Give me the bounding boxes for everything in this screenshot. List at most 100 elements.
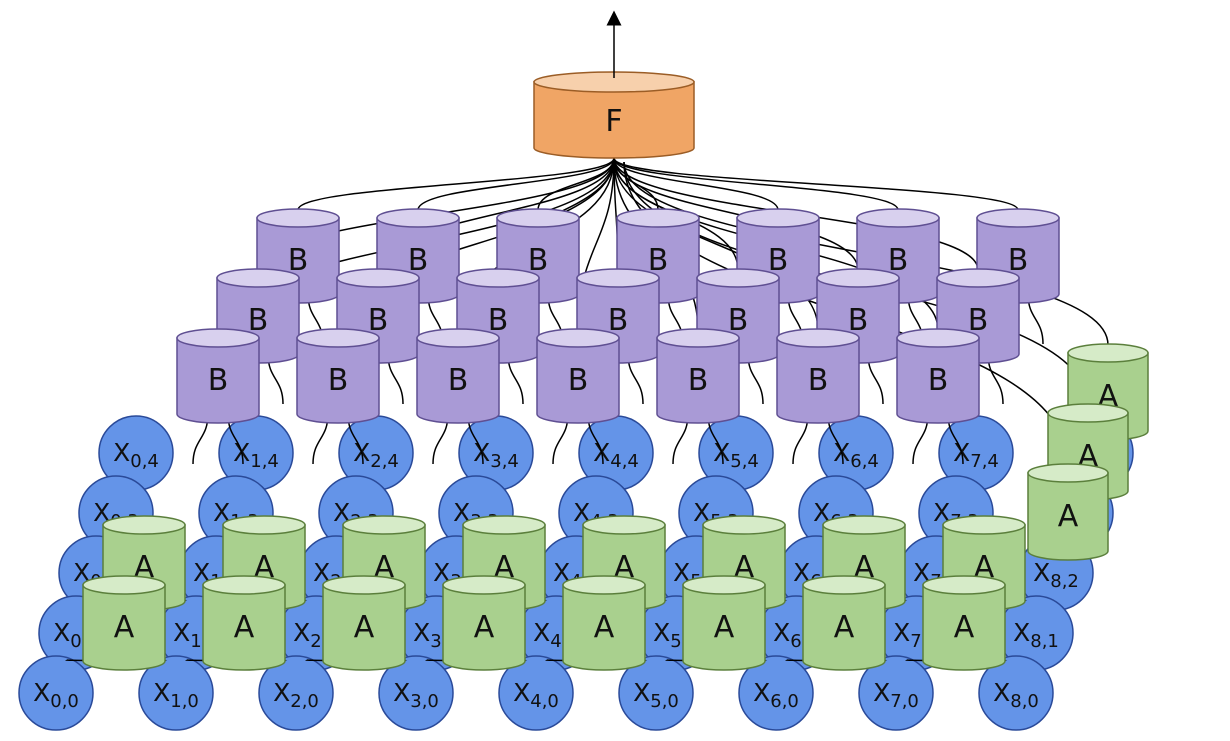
a-unit: A bbox=[562, 575, 646, 671]
a-unit-label: A bbox=[834, 610, 855, 645]
input-node-index: 8,0 bbox=[1010, 691, 1039, 712]
b-unit-top bbox=[176, 328, 260, 348]
a-unit-body bbox=[802, 584, 886, 671]
input-node-circle bbox=[978, 655, 1054, 731]
input-node-prefix: X bbox=[813, 498, 830, 527]
b-unit: B bbox=[896, 328, 980, 424]
a-unit-top bbox=[822, 515, 906, 535]
b-unit: B bbox=[296, 328, 380, 424]
b-unit-label: B bbox=[928, 363, 949, 398]
a-unit-top bbox=[1067, 343, 1149, 363]
input-node-label: X5,0 bbox=[633, 678, 679, 712]
a-unit-top bbox=[582, 515, 666, 535]
a-unit-top bbox=[682, 575, 766, 595]
a-unit-top bbox=[1027, 463, 1109, 483]
input-node-index: 0,0 bbox=[50, 691, 79, 712]
b-unit-body bbox=[296, 337, 380, 424]
input-node: X4,0 bbox=[498, 655, 574, 731]
input-node-circle bbox=[138, 655, 214, 731]
input-node-circle bbox=[258, 655, 334, 731]
input-node-index: 6,4 bbox=[850, 451, 879, 472]
b-unit-top bbox=[256, 208, 340, 228]
b-unit-body bbox=[776, 337, 860, 424]
input-node-label: X7,0 bbox=[873, 678, 919, 712]
input-node-prefix: X bbox=[113, 438, 130, 467]
b-unit-label: B bbox=[368, 303, 389, 338]
a-unit-top bbox=[562, 575, 646, 595]
a-unit-top bbox=[442, 575, 526, 595]
a-unit-body bbox=[82, 584, 166, 671]
a-unit: A bbox=[82, 575, 166, 671]
input-node-circle bbox=[618, 655, 694, 731]
connection-line bbox=[417, 157, 615, 211]
input-node: X7,0 bbox=[858, 655, 934, 731]
input-node-prefix: X bbox=[293, 618, 310, 647]
input-node-prefix: X bbox=[773, 618, 790, 647]
input-node: X3,0 bbox=[378, 655, 454, 731]
input-node-label: X8,1 bbox=[1013, 618, 1059, 652]
b-unit-top bbox=[376, 208, 460, 228]
a-unit: A bbox=[322, 575, 406, 671]
input-node-index: 2,4 bbox=[370, 451, 399, 472]
input-node-circle bbox=[18, 655, 94, 731]
input-node-label: X8,2 bbox=[1033, 558, 1079, 592]
input-node-index: 1,0 bbox=[170, 691, 199, 712]
b-unit-label: B bbox=[688, 363, 709, 398]
input-node-prefix: X bbox=[653, 618, 670, 647]
input-node-label: X2,0 bbox=[273, 678, 319, 712]
input-node-prefix: X bbox=[753, 678, 770, 707]
a-unit-body bbox=[562, 584, 646, 671]
input-node-prefix: X bbox=[633, 678, 650, 707]
a-unit: A bbox=[682, 575, 766, 671]
input-node-index: 7,4 bbox=[970, 451, 999, 472]
connection-line bbox=[297, 157, 615, 211]
input-node-label: X0,4 bbox=[113, 438, 159, 472]
a-unit-top bbox=[942, 515, 1026, 535]
b-unit-label: B bbox=[448, 363, 469, 398]
a-unit-body bbox=[322, 584, 406, 671]
input-node-prefix: X bbox=[393, 678, 410, 707]
input-node-prefix: X bbox=[893, 618, 910, 647]
input-node-index: 4,4 bbox=[610, 451, 639, 472]
input-node-prefix: X bbox=[673, 558, 690, 587]
input-node-prefix: X bbox=[793, 558, 810, 587]
a-unit-label: A bbox=[114, 610, 135, 645]
input-node-prefix: X bbox=[153, 678, 170, 707]
input-node-prefix: X bbox=[513, 678, 530, 707]
b-unit-label: B bbox=[208, 363, 229, 398]
input-node-index: 4,0 bbox=[530, 691, 559, 712]
input-node-label: X6,0 bbox=[753, 678, 799, 712]
b-unit-top bbox=[816, 268, 900, 288]
b-unit: B bbox=[536, 328, 620, 424]
input-node-prefix: X bbox=[173, 618, 190, 647]
input-node-prefix: X bbox=[913, 558, 930, 587]
a-unit-body bbox=[1027, 472, 1109, 561]
input-node-prefix: X bbox=[873, 678, 890, 707]
connection-line bbox=[613, 157, 779, 211]
a-unit-label: A bbox=[594, 610, 615, 645]
b-unit-top bbox=[856, 208, 940, 228]
b-unit: B bbox=[776, 328, 860, 424]
output-unit-body bbox=[533, 81, 695, 159]
input-node: X5,4 bbox=[698, 415, 774, 491]
b-unit-top bbox=[736, 208, 820, 228]
b-unit-top bbox=[576, 268, 660, 288]
a-unit-label: A bbox=[234, 610, 255, 645]
a-unit-top bbox=[802, 575, 886, 595]
connection-line bbox=[613, 157, 899, 211]
b-unit-top bbox=[496, 208, 580, 228]
a-unit-label: A bbox=[714, 610, 735, 645]
input-node-label: X1,0 bbox=[153, 678, 199, 712]
a-unit-body bbox=[682, 584, 766, 671]
b-unit: B bbox=[656, 328, 740, 424]
b-unit-top bbox=[616, 208, 700, 228]
b-unit-label: B bbox=[608, 303, 629, 338]
b-unit-body bbox=[896, 337, 980, 424]
a-unit-top bbox=[202, 575, 286, 595]
input-node-label: X0,0 bbox=[33, 678, 79, 712]
input-node-circle bbox=[378, 655, 454, 731]
connection-line bbox=[537, 157, 615, 211]
input-node-index: 7,0 bbox=[890, 691, 919, 712]
a-unit-label: A bbox=[474, 610, 495, 645]
output-unit-group: F bbox=[533, 10, 695, 159]
